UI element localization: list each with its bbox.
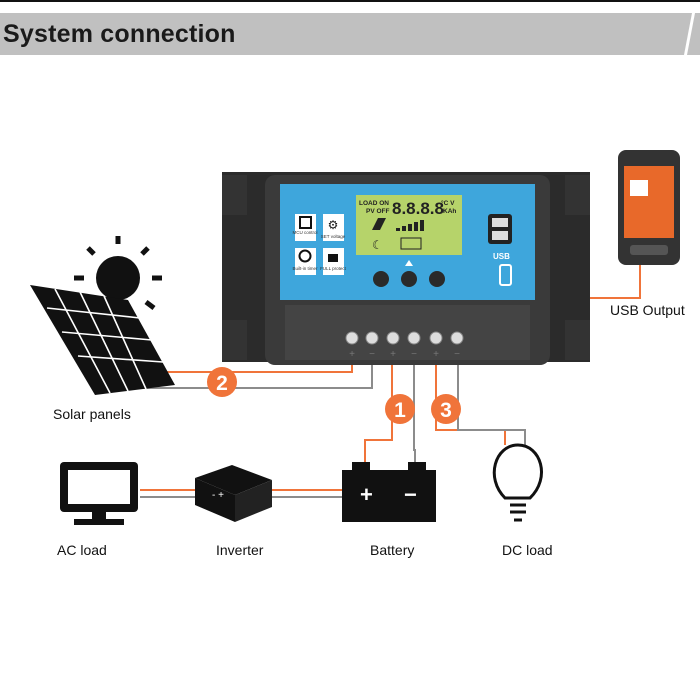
lcd-digits: 8.8.8.8 bbox=[392, 199, 444, 218]
inverter-icon: - + bbox=[195, 465, 272, 522]
step-badges: 2 1 3 bbox=[207, 367, 461, 424]
lcd-pv-off: PV OFF bbox=[366, 208, 390, 215]
feature-label: MCU control bbox=[292, 230, 317, 235]
terminal-block: + − + − + − bbox=[345, 331, 464, 360]
lcd-units-bottom: KAh bbox=[443, 208, 456, 215]
tv-icon bbox=[60, 462, 138, 525]
lcd-panel-icon bbox=[372, 218, 386, 230]
dc-load-label: DC load bbox=[502, 542, 553, 558]
battery-label: Battery bbox=[370, 542, 415, 558]
usb-label: USB bbox=[493, 252, 510, 261]
svg-text:- +: - + bbox=[212, 490, 224, 501]
up-button[interactable] bbox=[401, 271, 417, 287]
solar-panels-label: Solar panels bbox=[53, 406, 131, 422]
lcd-battery-icon bbox=[400, 237, 422, 250]
usb-output-label: USB Output bbox=[610, 302, 685, 318]
battery-icon: + − bbox=[342, 462, 436, 522]
menu-button[interactable] bbox=[373, 271, 389, 287]
terminal-sign: + bbox=[433, 349, 439, 360]
down-button[interactable] bbox=[429, 271, 445, 287]
charge-controller: LOAD ON PV OFF 8.8.8.8 °C V KAh ☾ MCU co… bbox=[222, 172, 590, 365]
inverter-label: Inverter bbox=[216, 542, 264, 558]
step-3-badge: 3 bbox=[440, 399, 452, 422]
feature-label: FULL protect bbox=[320, 266, 347, 271]
lcd-moon-icon: ☾ bbox=[372, 238, 383, 252]
terminal-sign: − bbox=[454, 349, 460, 360]
feature-label: SET voltage bbox=[321, 234, 346, 239]
terminal-sign: + bbox=[390, 349, 396, 360]
header-band bbox=[0, 13, 700, 55]
phone-icon bbox=[499, 264, 512, 286]
lcd-battery-bars-icon bbox=[396, 220, 424, 231]
terminal-sign: − bbox=[411, 349, 417, 360]
ac-load-label: AC load bbox=[57, 542, 107, 558]
top-rule bbox=[0, 0, 700, 2]
terminal-sign: + bbox=[349, 349, 355, 360]
sun-icon bbox=[74, 236, 162, 310]
feature-label: Built-in timer bbox=[292, 266, 318, 271]
page-title: System connection bbox=[3, 20, 236, 48]
light-bulb-icon bbox=[492, 443, 543, 522]
clock-icon bbox=[298, 249, 312, 263]
lcd-load-on: LOAD ON bbox=[359, 200, 389, 207]
step-2-badge: 2 bbox=[216, 372, 228, 395]
feature-icons: MCU control ⚙ SET voltage Built-in timer… bbox=[292, 214, 347, 275]
svg-text:+: + bbox=[360, 482, 373, 507]
terminal-sign: − bbox=[369, 349, 375, 360]
gear-icon: ⚙ bbox=[328, 218, 339, 232]
chip-icon bbox=[299, 216, 312, 229]
svg-text:−: − bbox=[404, 482, 417, 507]
control-buttons bbox=[373, 260, 445, 287]
step-1-badge: 1 bbox=[394, 399, 406, 422]
lock-icon bbox=[328, 254, 338, 262]
mobile-phone-icon bbox=[618, 150, 680, 265]
lcd-units-top: °C V bbox=[441, 199, 455, 207]
solar-panel-icon bbox=[30, 285, 175, 395]
